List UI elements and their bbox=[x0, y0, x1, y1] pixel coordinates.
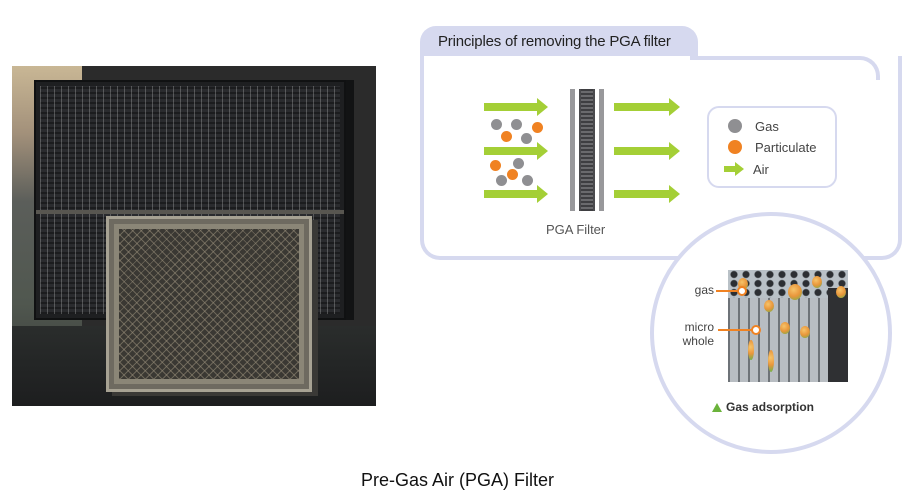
legend-item-particulate: Particulate bbox=[709, 138, 816, 156]
filter-media-core bbox=[579, 89, 595, 211]
air-outflow-arrow-icon bbox=[614, 185, 680, 203]
pore-block-side bbox=[828, 288, 848, 382]
large-filter-seam bbox=[36, 210, 344, 214]
micro-pore-illustration bbox=[728, 270, 848, 382]
gas-molecule-icon bbox=[836, 286, 846, 298]
air-inflow-arrow-icon bbox=[484, 142, 548, 160]
legend-label: Particulate bbox=[755, 139, 817, 155]
legend-item-gas: Gas bbox=[709, 117, 779, 135]
principle-panel-top-border bbox=[690, 56, 880, 80]
gas-molecule-icon bbox=[788, 284, 802, 300]
principle-panel bbox=[420, 56, 902, 260]
air-inflow-arrow-icon bbox=[484, 98, 548, 116]
gas-callout-line bbox=[716, 290, 738, 292]
gas-molecule-icon bbox=[764, 300, 774, 312]
principle-panel-title: Principles of removing the PGA filter bbox=[438, 33, 671, 50]
legend-label: Gas bbox=[755, 118, 779, 134]
particulate-particle bbox=[490, 160, 501, 171]
micro-pore-callout-label: micro whole bbox=[670, 320, 714, 348]
gas-dot-icon bbox=[728, 119, 742, 133]
particulate-dot-icon bbox=[728, 140, 742, 154]
triangle-bullet-icon bbox=[712, 402, 722, 412]
air-outflow-arrow-icon bbox=[614, 142, 680, 160]
micro-pore-callout-dot bbox=[751, 325, 761, 335]
gas-callout-dot bbox=[737, 286, 747, 296]
gas-callout-label: gas bbox=[694, 283, 714, 297]
gas-particle bbox=[522, 175, 533, 186]
gas-molecule-icon bbox=[800, 326, 810, 338]
particulate-particle bbox=[501, 131, 512, 142]
gas-particle bbox=[511, 119, 522, 130]
legend-item-air: Air bbox=[709, 160, 769, 178]
pore-channels bbox=[728, 298, 828, 382]
gas-particle bbox=[491, 119, 502, 130]
micro-pore-label-line2: whole bbox=[682, 334, 714, 348]
filter-media-outer-left bbox=[570, 89, 575, 211]
micro-pore-callout-line bbox=[718, 329, 752, 331]
gas-molecule-icon bbox=[748, 340, 754, 360]
air-outflow-arrow-icon bbox=[614, 98, 680, 116]
pga-filter-label: PGA Filter bbox=[546, 222, 606, 237]
filter-photo bbox=[12, 66, 376, 406]
pga-filter-media-icon bbox=[570, 89, 604, 211]
micro-pore-label-line1: micro bbox=[684, 320, 714, 334]
pore-surface bbox=[728, 270, 848, 298]
gas-molecule-icon bbox=[780, 322, 790, 334]
gas-molecule-icon bbox=[768, 350, 774, 372]
particulate-particle bbox=[507, 169, 518, 180]
air-arrow-icon bbox=[724, 162, 744, 176]
gas-molecule-icon bbox=[738, 278, 748, 290]
gas-adsorption-caption: Gas adsorption bbox=[712, 400, 814, 414]
filter-media-outer-right bbox=[599, 89, 604, 211]
gas-particle bbox=[521, 133, 532, 144]
small-filter-mesh bbox=[119, 229, 299, 379]
particulate-particle bbox=[532, 122, 543, 133]
figure-caption: Pre-Gas Air (PGA) Filter bbox=[360, 470, 555, 490]
legend-label: Air bbox=[753, 161, 769, 177]
gas-adsorption-label: Gas adsorption bbox=[726, 400, 815, 414]
gas-particle bbox=[496, 175, 507, 186]
gas-molecule-icon bbox=[812, 276, 822, 288]
gas-particle bbox=[513, 158, 524, 169]
air-inflow-arrow-icon bbox=[484, 185, 548, 203]
small-filter-unit bbox=[106, 216, 312, 392]
legend-box: Gas Particulate Air bbox=[707, 106, 837, 188]
